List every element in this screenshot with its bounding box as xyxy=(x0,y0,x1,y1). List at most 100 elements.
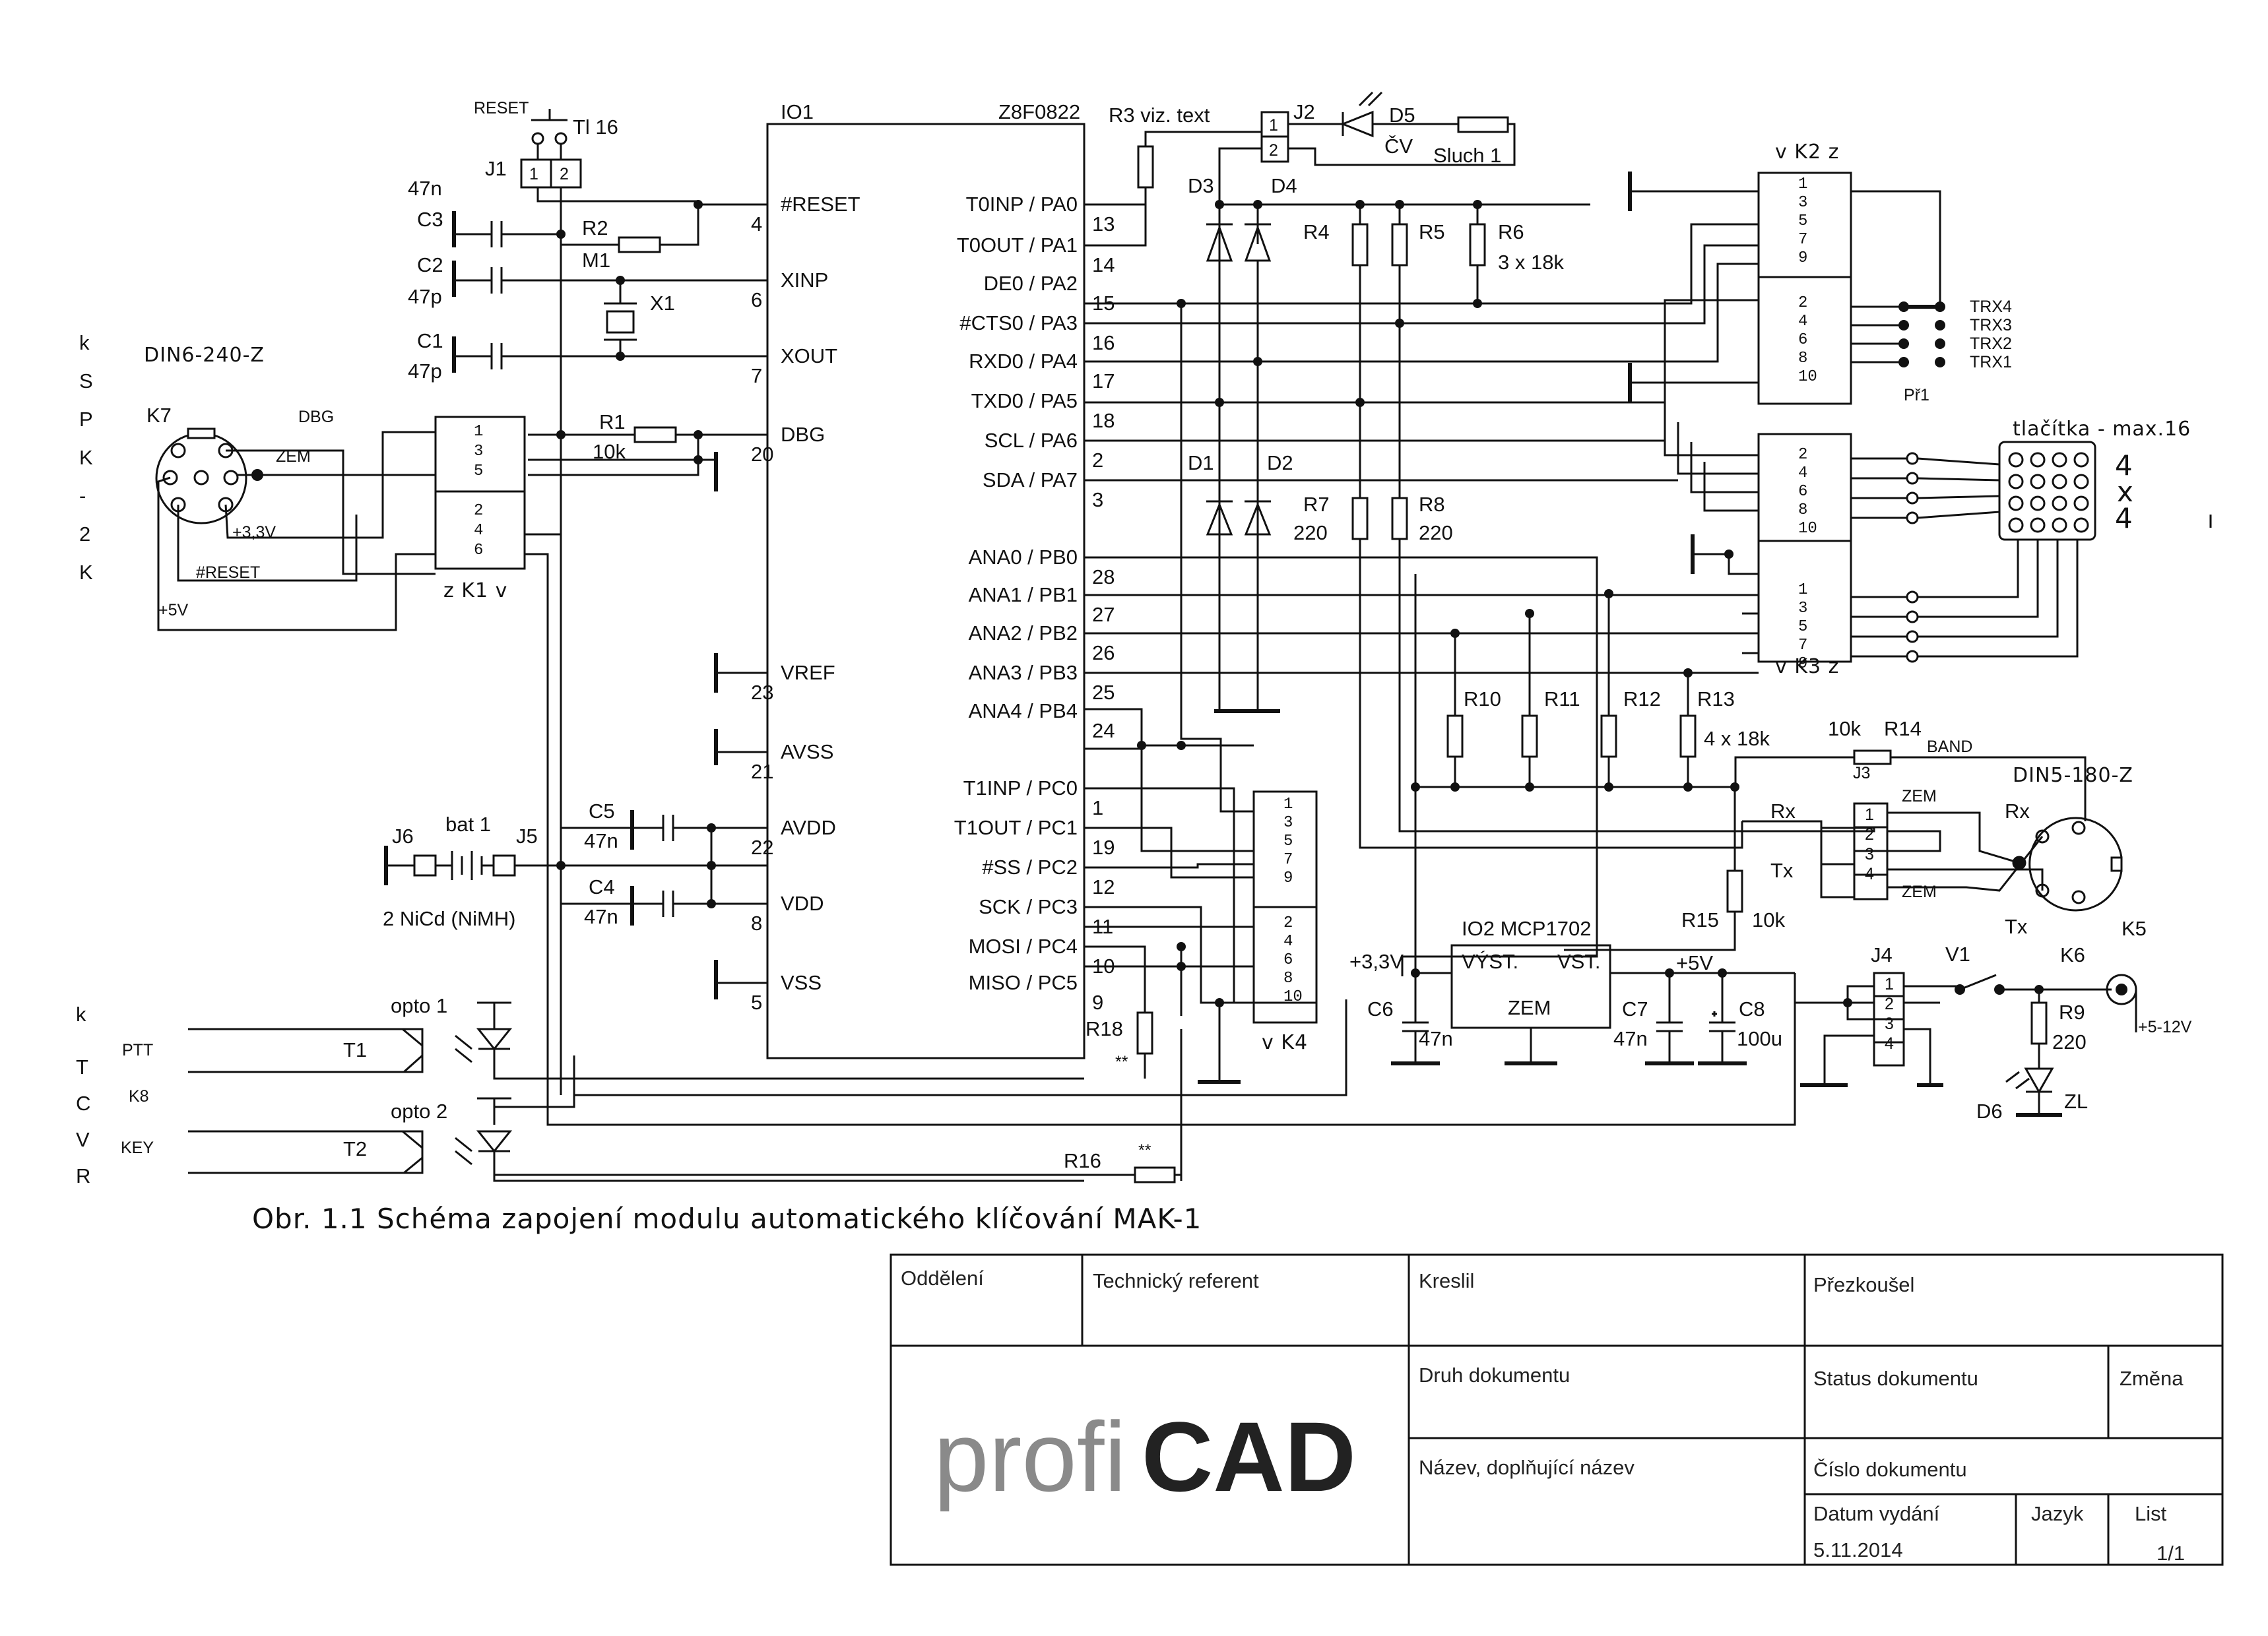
r18-resistor xyxy=(1136,1011,1153,1055)
label-v512: +5-12V xyxy=(2138,1018,2192,1036)
label-v33-k7: +3,3V xyxy=(232,523,276,542)
keypad-key[interactable] xyxy=(2008,495,2024,511)
ic1-pin-name: ANA0 / PB0 xyxy=(969,546,1078,569)
label-v33b: +3,3V xyxy=(1349,950,1404,973)
label-r13-val: 4 x 18k xyxy=(1704,727,1770,750)
keypad-key[interactable] xyxy=(2052,495,2067,511)
label-j2: J2 xyxy=(1293,100,1315,123)
label-d2: D2 xyxy=(1267,451,1293,474)
label-c1-val: 47p xyxy=(408,360,442,383)
ic1-pin-name: T0OUT / PA1 xyxy=(957,234,1078,257)
svg-text:1: 1 xyxy=(474,423,483,441)
k1-header xyxy=(434,416,526,570)
keypad-key[interactable] xyxy=(2030,495,2046,511)
label-d1: D1 xyxy=(1188,451,1214,474)
label-v5b: +5V xyxy=(1676,951,1713,974)
keypad-key[interactable] xyxy=(2052,474,2067,489)
r1-resistor xyxy=(633,426,677,443)
ic1-pin-name: T1OUT / PC1 xyxy=(954,816,1078,839)
tb-zmena: Změna xyxy=(2120,1367,2184,1390)
label-r9-val: 220 xyxy=(2052,1030,2087,1054)
keypad-key[interactable] xyxy=(2073,452,2089,468)
ic1-pin-name: SCK / PC3 xyxy=(979,895,1078,918)
tb-technicky-referent: Technický referent xyxy=(1093,1269,1259,1292)
label-k-spk: 2 xyxy=(79,522,90,546)
label-r1: R1 xyxy=(599,410,626,433)
ic1-pin-num: 25 xyxy=(1092,681,1115,704)
opto2-led xyxy=(476,1097,1084,1182)
k4-pin: 1 xyxy=(1283,796,1293,813)
j4-pin: 1 xyxy=(1885,975,1894,993)
ic1-pin-num: 23 xyxy=(751,681,773,704)
label-r4: R4 xyxy=(1303,220,1330,243)
ic1-left-pins: #RESET4XINP6XOUT7DBG20VREF23AVSS21AVDD22… xyxy=(716,193,860,1014)
tb-datum-vydani: Datum vydání xyxy=(1813,1502,1940,1525)
c7-capacitor xyxy=(1656,973,1683,1063)
keypad-key[interactable] xyxy=(2008,452,2024,468)
ic1-pin-num: 12 xyxy=(1092,875,1115,898)
ic1-pin-name: AVSS xyxy=(781,740,833,763)
resistor-r10 xyxy=(1446,714,1464,758)
k3-pin: 1 xyxy=(1798,581,1807,599)
label-bat1: bat 1 xyxy=(445,813,491,836)
keypad-key[interactable] xyxy=(2052,517,2067,533)
keypad-key[interactable] xyxy=(2073,495,2089,511)
k2-pin: 1 xyxy=(1798,175,1807,193)
ic1-pin-num: 22 xyxy=(751,836,773,859)
j3-pin: 2 xyxy=(1865,825,1874,844)
label-j5: J5 xyxy=(516,825,538,848)
opto1-transistor xyxy=(402,1028,424,1073)
d6-led xyxy=(2024,1067,2054,1115)
ic1-pin-name: ANA4 / PB4 xyxy=(969,699,1078,722)
r16-resistor xyxy=(1134,1166,1176,1183)
label-zem-b: ZEM xyxy=(1902,883,1937,901)
keypad-key[interactable] xyxy=(2030,517,2046,533)
ic1-pin-name: #CTS0 / PA3 xyxy=(959,311,1078,334)
r3-resistor xyxy=(1137,145,1154,189)
ic1-pin-name: ANA3 / PB3 xyxy=(969,661,1078,684)
svg-text:5: 5 xyxy=(474,462,483,480)
label-k-tcvr: C xyxy=(76,1092,90,1115)
ic1-pin-name: VDD xyxy=(781,892,824,915)
label-t1: T1 xyxy=(343,1038,367,1061)
keypad-key[interactable] xyxy=(2030,474,2046,489)
label-r13: R13 xyxy=(1697,687,1735,710)
keypad-key[interactable] xyxy=(2008,517,2024,533)
label-k-tcvr: T xyxy=(76,1055,88,1079)
battery xyxy=(386,851,561,880)
opto2-transistor xyxy=(402,1130,424,1174)
label-k-spk: K xyxy=(79,446,93,469)
label-k-spk: S xyxy=(79,369,93,393)
x1-crystal xyxy=(606,310,635,334)
keypad-key[interactable] xyxy=(2073,474,2089,489)
tb-list: List xyxy=(2135,1502,2167,1525)
k2-pin: 6 xyxy=(1798,331,1807,349)
tb-jazyk: Jazyk xyxy=(2031,1502,2084,1525)
label-r14: R14 xyxy=(1884,717,1922,740)
k3-pin: 3 xyxy=(1798,600,1807,617)
c6-capacitor xyxy=(1402,973,1429,1063)
keypad-key[interactable] xyxy=(2008,474,2024,489)
j2-pin: 2 xyxy=(1269,141,1278,160)
label-j1: J1 xyxy=(485,157,507,180)
r7-resistor xyxy=(1351,497,1369,540)
v1-switch xyxy=(1959,974,1997,991)
label-k7: K7 xyxy=(146,404,172,427)
keypad-matrix xyxy=(1998,441,2096,541)
k3-pin: 9 xyxy=(1798,655,1807,673)
ic1-pin-name: TXD0 / PA5 xyxy=(971,389,1078,412)
label-nreset-k7: #RESET xyxy=(196,563,260,582)
label-k1: z K1 v xyxy=(443,579,507,602)
keypad-key[interactable] xyxy=(2073,517,2089,533)
ic1-pin-num: 13 xyxy=(1092,212,1115,236)
r5-resistor xyxy=(1391,223,1408,267)
label-c2: C2 xyxy=(417,253,443,276)
label-j6: J6 xyxy=(392,825,414,848)
label-rx-b: Rx xyxy=(2005,800,2030,823)
k4-pin: 8 xyxy=(1283,970,1293,988)
keypad-key[interactable] xyxy=(2030,452,2046,468)
label-d3: D3 xyxy=(1188,174,1214,197)
label-c3-val: 47n xyxy=(408,177,442,200)
keypad-key[interactable] xyxy=(2052,452,2067,468)
r15-resistor xyxy=(1726,869,1743,913)
